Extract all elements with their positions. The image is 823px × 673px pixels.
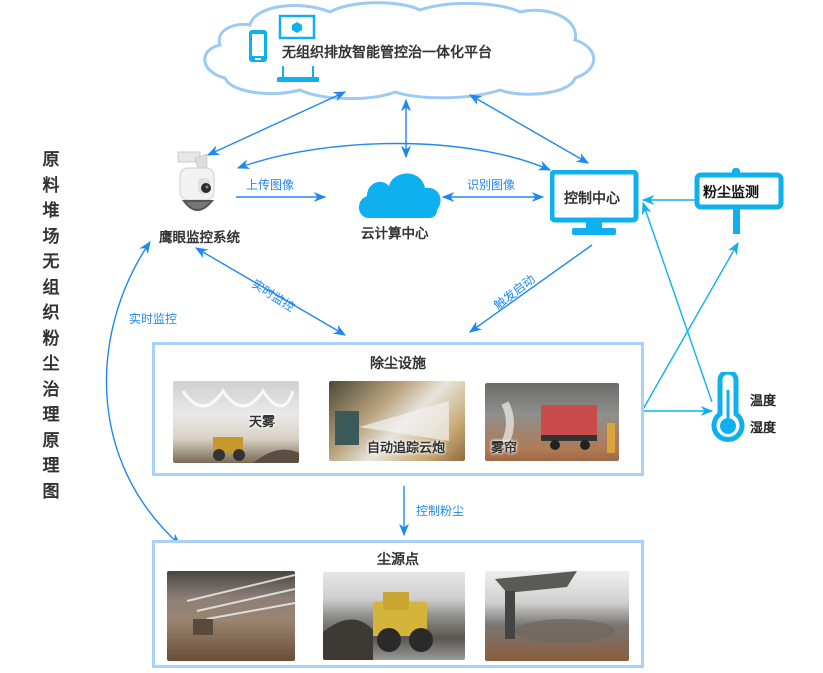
side-title-char: 料	[42, 175, 60, 196]
side-title-char: 图	[42, 481, 60, 502]
arrow-thermo-control	[641, 201, 713, 403]
facility-label: 雾帘	[491, 441, 518, 456]
side-title-char: 理	[42, 405, 60, 425]
arrow-camera-facilities	[194, 247, 347, 336]
surveillance-camera-icon	[177, 151, 215, 211]
side-title-char: 原	[42, 150, 60, 170]
arrow-camera-source-arc	[105, 240, 181, 546]
stacker-dust-photo	[485, 571, 629, 661]
facility-label: 自动追踪云炮	[367, 441, 446, 456]
edge-label-control-dust: 控制粉尘	[416, 504, 465, 518]
fog-cannon-photo: 自动追踪云炮	[329, 381, 465, 461]
camera-system-label: 鹰眼监控系统	[159, 230, 240, 246]
platform-label: 无组织排放智能管控治一体化平台	[282, 45, 492, 61]
side-title-char: 原	[42, 430, 60, 451]
monitor-icon	[278, 14, 316, 40]
dust-facilities-title: 除尘设施	[370, 356, 426, 372]
control-center-label: 控制中心	[564, 191, 620, 207]
edge-label-recognize-image: 识别图像	[467, 178, 516, 192]
arrow-control-platform	[468, 94, 590, 164]
edge-label-realtime-monitor-arc: 实时监控	[129, 312, 178, 326]
edge-label-upload-image: 上传图像	[246, 178, 295, 192]
facility-label: 天雾	[249, 415, 276, 430]
humidity-label: 湿度	[750, 421, 777, 436]
side-title-char: 组	[42, 277, 60, 298]
platform-devices	[249, 14, 319, 82]
side-title-char: 尘	[42, 354, 60, 374]
arrow-facilities-monitor	[641, 241, 739, 412]
side-title-char: 粉	[42, 328, 60, 349]
laptop-icon	[277, 66, 319, 82]
mist-curtain-illustration	[501, 401, 615, 453]
dust-sources-title: 尘源点	[377, 552, 419, 568]
control-center-monitor-icon	[550, 170, 639, 235]
arrow-camera-control-arc	[236, 142, 552, 171]
loader-illustration	[323, 592, 433, 660]
arrow-trigger-start	[468, 244, 593, 333]
cloud-icon	[358, 173, 441, 218]
mist-spray-loader-photo: 天雾	[173, 381, 299, 463]
phone-icon	[249, 30, 267, 62]
signboard-icon	[694, 168, 784, 234]
side-title-char: 无	[42, 252, 60, 272]
side-title-char: 堆	[42, 201, 60, 221]
dusty-warehouse-photo	[167, 571, 295, 661]
side-title-char: 场	[42, 226, 60, 247]
dust-sources-panel: 尘源点	[152, 540, 644, 668]
dust-facilities-panel: 除尘设施 天雾 自动追踪云炮	[152, 342, 644, 476]
thermometer-icon	[711, 372, 745, 442]
side-title: 原 料 堆 场 无 组 织 粉 尘 治 理 原 理 图	[38, 148, 64, 505]
wheel-loader-photo	[323, 572, 465, 660]
mist-curtain-truck-photo: 雾帘	[485, 383, 619, 461]
temperature-label: 温度	[750, 394, 777, 409]
fog-cannon-illustration	[335, 401, 449, 445]
arrow-camera-platform	[206, 91, 347, 156]
side-title-char: 治	[42, 379, 60, 400]
side-title-char: 理	[42, 456, 60, 476]
mist-spray-illustration	[181, 388, 299, 463]
side-title-char: 织	[42, 303, 60, 323]
dust-monitor-label: 粉尘监测	[703, 185, 759, 201]
cloud-center-label: 云计算中心	[361, 226, 429, 242]
stacker-illustration	[495, 571, 615, 643]
warehouse-illustration	[186, 574, 295, 635]
